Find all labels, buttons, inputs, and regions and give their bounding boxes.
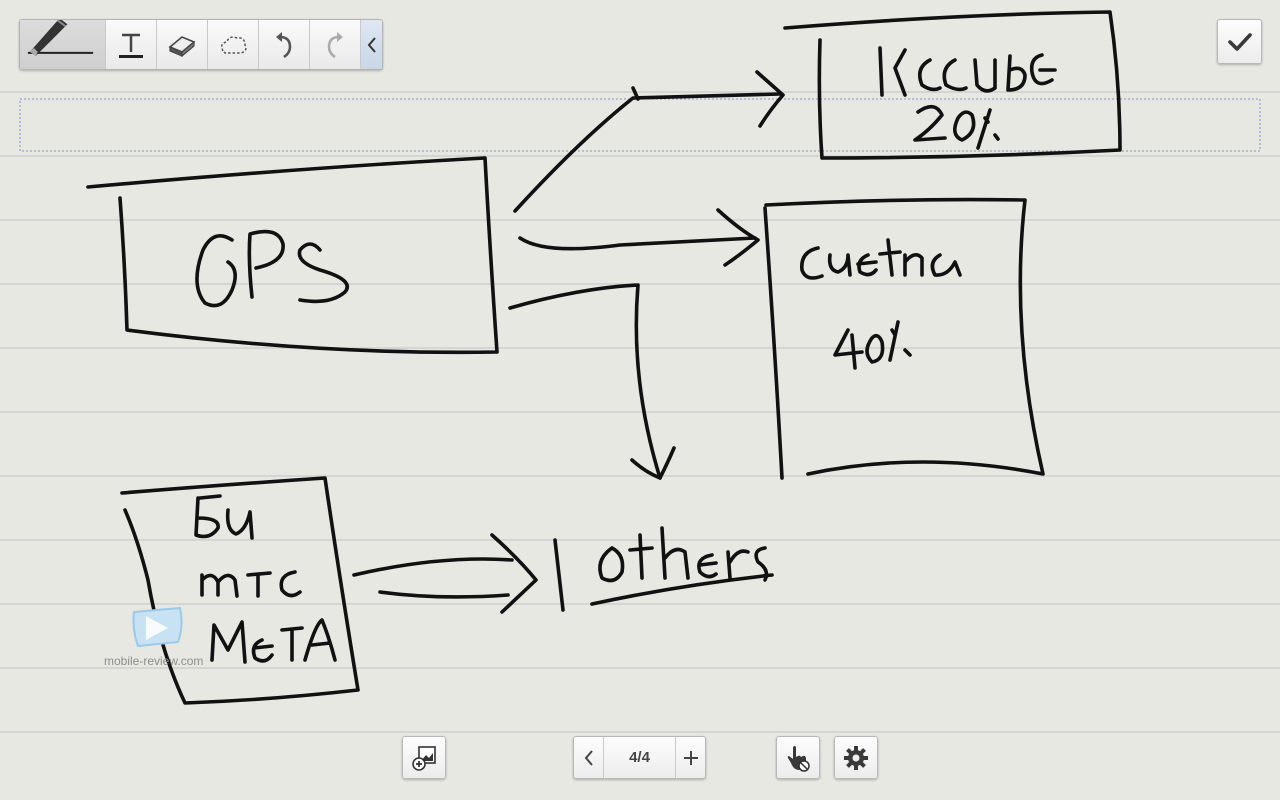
hand-mode-button[interactable] bbox=[776, 736, 820, 779]
arrow-to-others bbox=[352, 557, 514, 599]
arrow-down bbox=[508, 283, 662, 480]
others-underline bbox=[590, 573, 774, 606]
top-right-box bbox=[783, 10, 1122, 160]
watermark-text: mobile-review.com bbox=[104, 654, 204, 668]
bottom-left-box bbox=[120, 476, 360, 705]
gear-icon bbox=[844, 745, 868, 770]
middle-right-text-2 bbox=[833, 320, 912, 370]
arrow-to-top bbox=[513, 92, 782, 213]
drawing-toolbar bbox=[19, 19, 383, 70]
chevron-left-icon bbox=[584, 749, 593, 766]
previous-page-button[interactable] bbox=[574, 737, 603, 778]
gps-letter-g bbox=[195, 233, 237, 308]
collapse-toolbar-button[interactable] bbox=[361, 20, 382, 69]
eraser-tool-button[interactable] bbox=[157, 20, 208, 69]
gps-letter-s bbox=[297, 242, 349, 304]
handwritten-sketch bbox=[86, 10, 1122, 705]
text-tool-button[interactable] bbox=[106, 20, 157, 69]
others-text bbox=[598, 526, 769, 583]
eraser-icon bbox=[168, 35, 196, 57]
add-image-icon bbox=[412, 745, 436, 771]
checkmark-icon bbox=[1227, 32, 1252, 51]
text-icon bbox=[119, 33, 143, 58]
gps-box bbox=[86, 156, 499, 355]
middle-right-box bbox=[763, 197, 1045, 480]
bottom-left-text-3 bbox=[210, 618, 337, 664]
redo-button[interactable] bbox=[310, 20, 361, 69]
middle-right-text-1 bbox=[800, 238, 962, 280]
page-indicator: 4/4 bbox=[603, 737, 676, 778]
page-navigator: 4/4 bbox=[573, 736, 706, 779]
pen-tool-button[interactable] bbox=[20, 20, 106, 69]
add-page-button[interactable] bbox=[676, 737, 705, 778]
lasso-tool-button[interactable] bbox=[208, 20, 259, 69]
insert-image-button[interactable] bbox=[402, 736, 446, 779]
watermark-logo-icon bbox=[132, 606, 183, 648]
done-button[interactable] bbox=[1217, 19, 1262, 64]
arrow-to-middle bbox=[518, 236, 757, 251]
redo-icon bbox=[327, 31, 343, 58]
ruled-lines bbox=[0, 91, 1280, 733]
plus-icon bbox=[683, 750, 698, 765]
hand-off-icon bbox=[787, 745, 810, 772]
undo-button[interactable] bbox=[259, 20, 310, 69]
bottom-left-text-1 bbox=[194, 494, 254, 540]
top-right-text-1 bbox=[878, 46, 1057, 97]
pen-icon bbox=[27, 20, 94, 56]
bottom-left-text-2 bbox=[200, 570, 302, 598]
gps-letter-p bbox=[247, 229, 285, 299]
chevron-left-icon bbox=[367, 36, 376, 53]
settings-button[interactable] bbox=[834, 736, 878, 779]
lasso-icon bbox=[220, 35, 247, 54]
undo-icon bbox=[276, 31, 292, 58]
top-right-text-2 bbox=[913, 104, 1000, 150]
